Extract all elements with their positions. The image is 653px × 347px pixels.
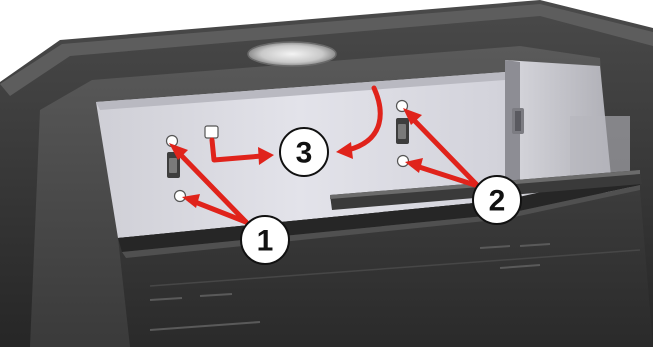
bracket-slot-right [396,118,409,144]
top-opening [248,42,336,66]
callout-2-label: 2 [489,185,506,218]
callout-3: 3 [280,128,328,176]
mounting-hole-right-bottom [398,156,409,167]
callout-1-label: 1 [257,225,274,258]
callout-2: 2 [473,176,521,224]
connector-square [205,126,218,138]
mounting-hole-left-bottom [175,191,186,202]
callout-1: 1 [241,216,289,264]
callout-3-label: 3 [296,137,313,170]
side-rail-slot [515,111,521,131]
